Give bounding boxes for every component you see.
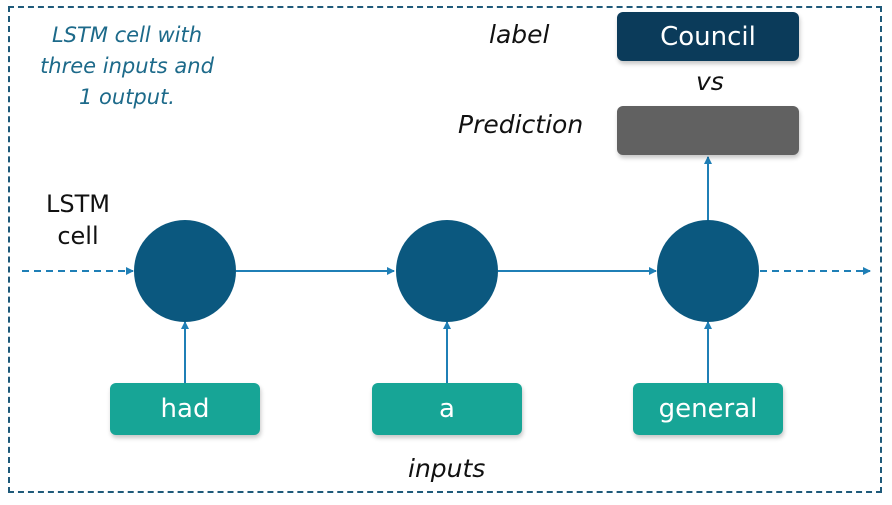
lstm-label-line-1: LSTM <box>46 190 110 218</box>
dashed-frame <box>8 6 882 493</box>
note-line-2: three inputs and <box>40 54 214 78</box>
lstm-cell-node-3 <box>657 220 759 322</box>
lstm-cell-node-1 <box>134 220 236 322</box>
diagram-note: LSTM cell with three inputs and 1 output… <box>22 20 232 113</box>
prediction-text: Prediction <box>458 110 584 139</box>
lstm-cell-label: LSTM cell <box>26 188 130 252</box>
lstm-label-line-2: cell <box>57 222 99 250</box>
input-box-1-text: had <box>160 394 210 424</box>
input-box-3: general <box>633 383 783 435</box>
label-box-text: Council <box>660 21 756 52</box>
input-box-2-text: a <box>439 394 455 424</box>
inputs-caption: inputs <box>408 454 486 483</box>
input-box-2: a <box>372 383 522 435</box>
note-line-1: LSTM cell with <box>51 23 202 47</box>
lstm-cell-node-2 <box>396 220 498 322</box>
input-box-3-text: general <box>658 394 758 424</box>
label-box: Council <box>617 12 799 61</box>
note-line-3: 1 output. <box>79 85 175 109</box>
vs-text: vs <box>696 67 724 96</box>
input-box-1: had <box>110 383 260 435</box>
prediction-box <box>617 106 799 155</box>
label-text: label <box>489 20 550 49</box>
